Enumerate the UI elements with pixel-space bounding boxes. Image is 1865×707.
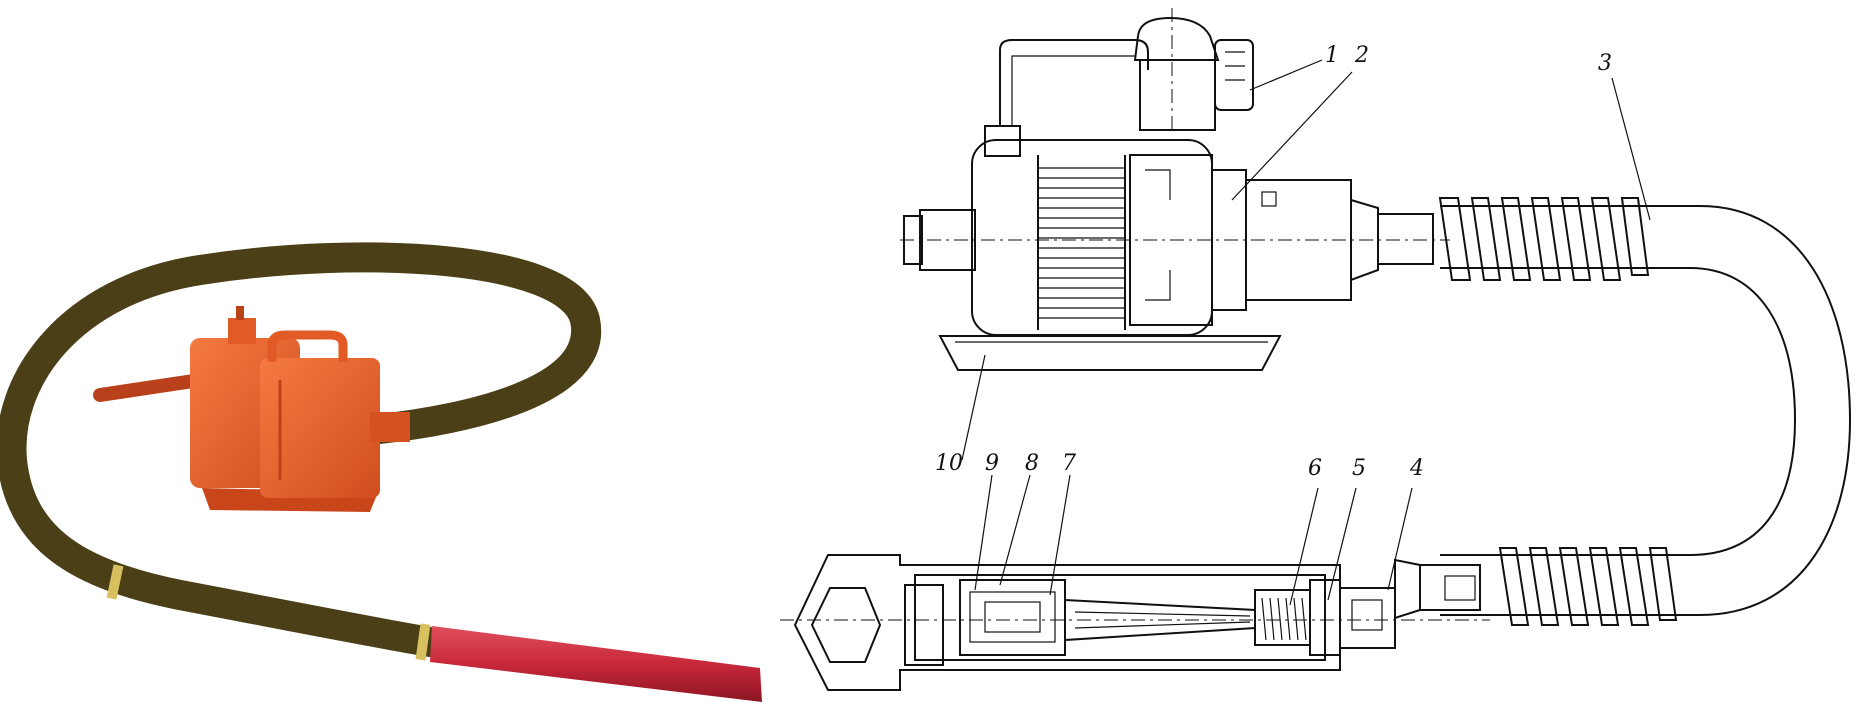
leader-lines [961,59,1651,606]
power-cable [93,373,207,402]
electric-motor [903,16,1434,371]
hose-band [415,623,431,661]
lower-spring [1498,547,1678,626]
callout-8: 8 [1025,451,1039,476]
callout-4: 4 [1409,456,1424,481]
motor-body [190,306,410,512]
callout-2: 2 [1354,43,1369,68]
flexible-shaft [1394,197,1852,626]
callout-10: 10 [935,451,963,476]
callout-7: 7 [1062,451,1076,476]
upper-spring [1438,197,1650,281]
flexible-hose [0,242,602,657]
vibrator-photo [0,242,762,702]
hose-band [106,564,124,600]
internal-spring [1261,597,1307,641]
callout-9: 9 [985,451,999,476]
callout-6: 6 [1308,456,1322,481]
callout-5: 5 [1352,456,1366,481]
vibrator-tip [430,626,762,702]
callout-1: 1 [1325,43,1339,68]
vibrator-diagram: 1 2 3 4 5 6 7 8 9 10 [780,8,1852,691]
vibrator-head [793,554,1396,691]
cooling-fins [1037,155,1126,330]
callout-3: 3 [1598,51,1612,76]
